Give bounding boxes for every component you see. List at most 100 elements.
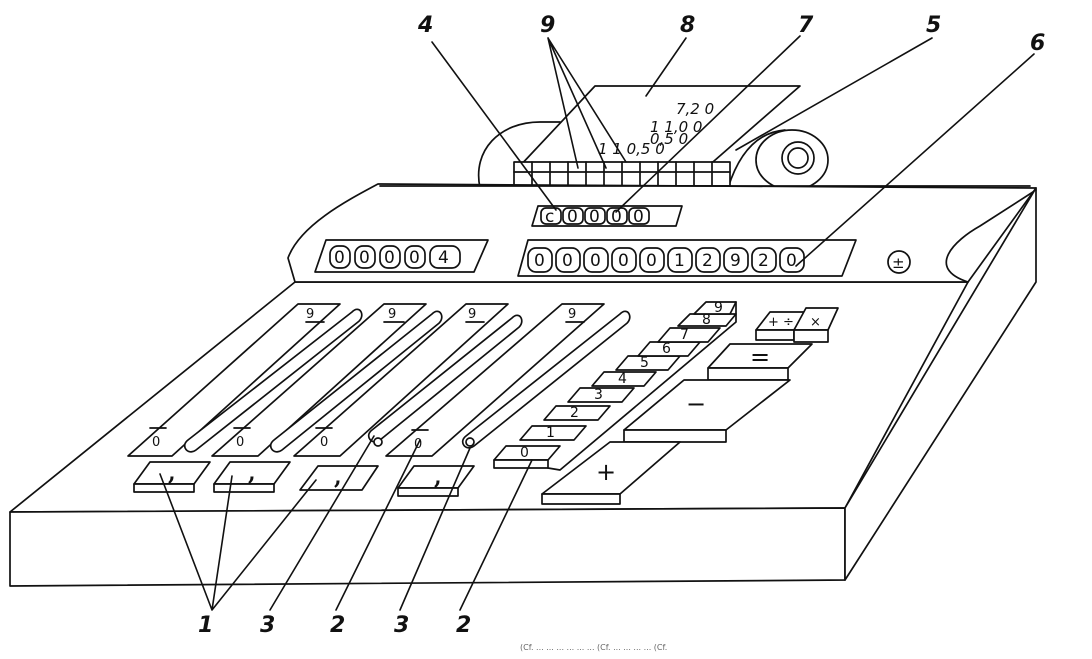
type-bar-dividers bbox=[531, 161, 713, 187]
machine-body bbox=[9, 183, 1037, 587]
right-register-digit-5: 0 bbox=[646, 251, 657, 271]
leader-3b bbox=[399, 447, 471, 611]
comma-key-1-front bbox=[133, 483, 195, 493]
multiply-key-label: × bbox=[810, 315, 821, 330]
right-register-cell-8 bbox=[723, 247, 749, 273]
right-register-cell-5 bbox=[639, 247, 665, 273]
comma-key-4-front bbox=[397, 487, 459, 497]
minus-key-label: − bbox=[686, 390, 706, 418]
slider-rail-1-ticks bbox=[149, 321, 325, 429]
digit-keypad-side bbox=[547, 301, 737, 471]
equals-key-front bbox=[707, 367, 789, 381]
slider-slot-1[interactable] bbox=[183, 308, 363, 453]
slider-slot-4-knob[interactable] bbox=[465, 437, 475, 447]
right-register-cell-3 bbox=[583, 247, 609, 273]
digit-key-1-label: 1 bbox=[546, 425, 555, 441]
callout-2-right: 2 bbox=[456, 613, 471, 638]
slider-3-bottom-value: 0 bbox=[320, 435, 328, 450]
right-register-digit-3: 0 bbox=[590, 251, 601, 271]
sign-knob[interactable]: ± bbox=[887, 250, 911, 274]
right-roller-hub bbox=[781, 141, 815, 175]
slider-rail-3[interactable] bbox=[293, 303, 509, 457]
minus-key-front bbox=[623, 429, 727, 443]
digit-key-6-label: 6 bbox=[662, 341, 671, 357]
left-register-digit-2: 0 bbox=[359, 248, 370, 268]
equals-key-label: = bbox=[750, 343, 770, 371]
comma-keys: , , , , bbox=[133, 460, 475, 497]
slider-slot-4[interactable] bbox=[461, 310, 631, 449]
digit-key-9[interactable] bbox=[693, 301, 737, 315]
digit-key-0-front bbox=[493, 459, 549, 469]
right-cheek bbox=[945, 189, 1037, 283]
digit-key-7[interactable] bbox=[657, 327, 721, 343]
comma-key-3[interactable] bbox=[299, 465, 379, 491]
right-register: 0 0 0 0 0 1 2 9 2 0 bbox=[517, 239, 857, 277]
sign-knob-circle[interactable] bbox=[887, 250, 911, 274]
divide-key-front bbox=[755, 329, 795, 341]
slider-rail-1[interactable] bbox=[127, 303, 341, 457]
callout-5: 5 bbox=[926, 13, 941, 38]
digit-key-3[interactable] bbox=[567, 387, 635, 403]
top-register-cell-1 bbox=[540, 207, 562, 225]
slider-2-top-value: 9 bbox=[388, 307, 396, 322]
leader-3a bbox=[269, 435, 375, 611]
slider-4-top-value: 9 bbox=[568, 307, 576, 322]
plus-key-label: + bbox=[596, 458, 616, 486]
right-register-digit-4: 0 bbox=[618, 251, 629, 271]
leader-4 bbox=[431, 41, 557, 211]
top-register-cell-2 bbox=[562, 207, 584, 225]
right-register-cell-10 bbox=[779, 247, 805, 273]
slider-2-bottom-value: 0 bbox=[236, 435, 244, 450]
right-register-cell-2 bbox=[555, 247, 581, 273]
slider-rail-2[interactable] bbox=[211, 303, 427, 457]
comma-key-2-label: , bbox=[248, 460, 256, 486]
right-register-digit-10: 0 bbox=[786, 251, 797, 271]
leader-5 bbox=[735, 37, 933, 151]
plus-key-front bbox=[541, 493, 621, 505]
digit-key-2[interactable] bbox=[543, 405, 611, 421]
callout-9: 9 bbox=[540, 13, 555, 38]
left-roller bbox=[477, 121, 561, 189]
top-register-digit-4: 0 bbox=[611, 207, 622, 227]
slider-slot-2[interactable] bbox=[269, 310, 443, 453]
multiply-key-front bbox=[793, 329, 829, 343]
left-register-cell-2 bbox=[354, 245, 376, 269]
leader-6 bbox=[795, 53, 1035, 267]
right-register-cell-9 bbox=[751, 247, 777, 273]
digit-key-4[interactable] bbox=[591, 371, 657, 387]
callout-4: 4 bbox=[417, 13, 433, 38]
leader-7 bbox=[615, 35, 801, 213]
slider-slot-3-knob[interactable] bbox=[373, 437, 383, 447]
slider-rail-4[interactable] bbox=[385, 303, 605, 457]
digit-key-7-label: 7 bbox=[680, 327, 689, 343]
paper-tape: 7,2 0 1 1,0 0 0,5 0 1 1 0,5 0 bbox=[517, 85, 801, 169]
top-register-cell-4 bbox=[606, 207, 628, 225]
comma-key-3-label: , bbox=[334, 464, 342, 490]
top-register-cell-3 bbox=[584, 207, 606, 225]
digit-key-0-label: 0 bbox=[520, 445, 529, 461]
operation-keys: + ÷ × = − + bbox=[541, 307, 839, 505]
leader-lines bbox=[159, 35, 1035, 611]
right-register-digit-6: 1 bbox=[674, 251, 685, 271]
top-register-digit-5: 0 bbox=[633, 207, 644, 227]
left-register-digit-4: 0 bbox=[409, 248, 420, 268]
top-register: c 0 0 0 0 bbox=[531, 205, 683, 227]
right-register-digit-9: 2 bbox=[758, 251, 769, 271]
slider-rails: 9 9 9 9 0 0 0 0 bbox=[127, 303, 631, 457]
top-register-digit-1: c bbox=[545, 207, 554, 227]
callout-1: 1 bbox=[198, 613, 213, 638]
right-register-digit-2: 0 bbox=[562, 251, 573, 271]
comma-key-4-label: , bbox=[434, 464, 442, 490]
top-register-digit-2: 0 bbox=[567, 207, 578, 227]
tape-line-1: 7,2 0 bbox=[676, 100, 714, 118]
tape-line-3: 0,5 0 bbox=[650, 130, 688, 148]
callout-3-left: 3 bbox=[260, 613, 275, 638]
callout-labels: 1 3 2 3 2 4 9 8 7 5 6 bbox=[198, 13, 1045, 638]
right-register-digit-8: 9 bbox=[730, 251, 741, 271]
digit-key-1[interactable] bbox=[519, 425, 587, 441]
left-register-cell-3 bbox=[379, 245, 401, 269]
leader-2a bbox=[335, 439, 421, 611]
leader-9 bbox=[547, 37, 627, 169]
left-register-digit-5: 4 bbox=[438, 248, 449, 268]
